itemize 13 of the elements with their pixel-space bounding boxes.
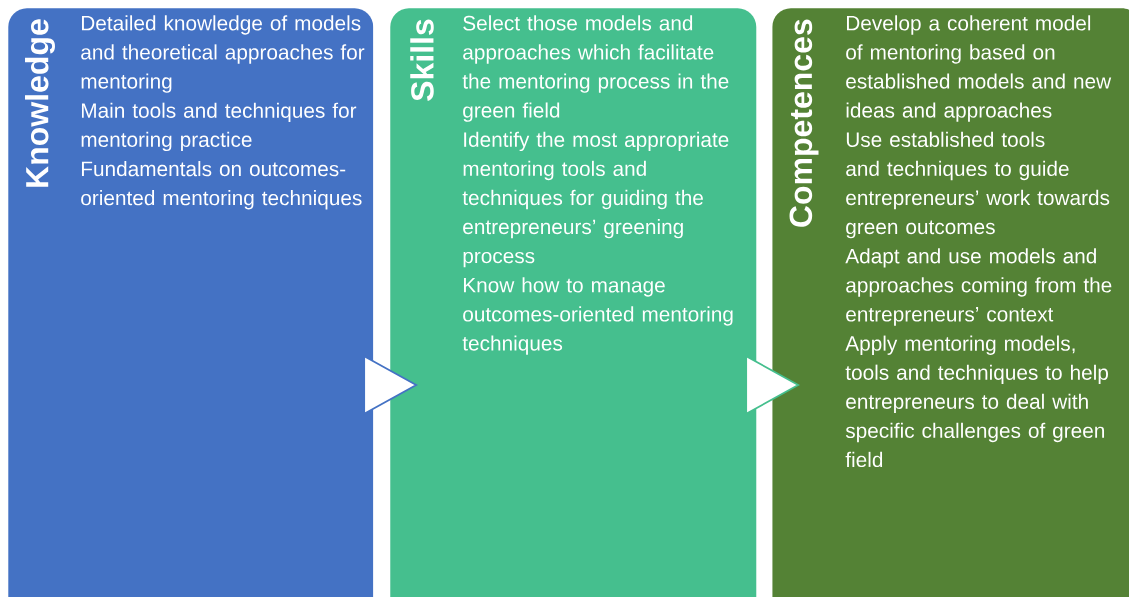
item-text: Adapt and use models and approaches coming from the entrepreneurs’ context bbox=[845, 248, 1112, 326]
item-text: Apply mentoring models, tools and techniques to help entrepreneurs to deal with specific challenges of green field bbox=[845, 335, 1108, 468]
panel-title: Knowledge bbox=[25, 19, 55, 187]
panel-title: Competences bbox=[789, 19, 819, 227]
item-text: Select those models and approaches which facilitate the mentoring process in the green field bbox=[462, 15, 729, 122]
item-text: Main tools and techniques for mentoring practice bbox=[81, 102, 357, 152]
panel-title: Skills bbox=[410, 19, 434, 101]
item-text: Develop a coherent model of mentoring based on established models and new ideas and approaches bbox=[846, 15, 1112, 122]
item-text: Use established tools and techniques to guide entrepreneurs’ work towards green outcomes bbox=[846, 131, 1110, 239]
item-text: Fundamentals on outcomes-oriented mentoring techniques bbox=[81, 161, 362, 210]
item-text: Know how to manage outcomes-oriented mentoring techniques bbox=[462, 277, 733, 355]
item-text: Detailed knowledge of models and theoretical approaches for mentoring bbox=[81, 15, 365, 93]
item-text: Identify the most appropriate mentoring tools and techniques for guiding the entrepreneurs’ greening process bbox=[462, 131, 729, 268]
